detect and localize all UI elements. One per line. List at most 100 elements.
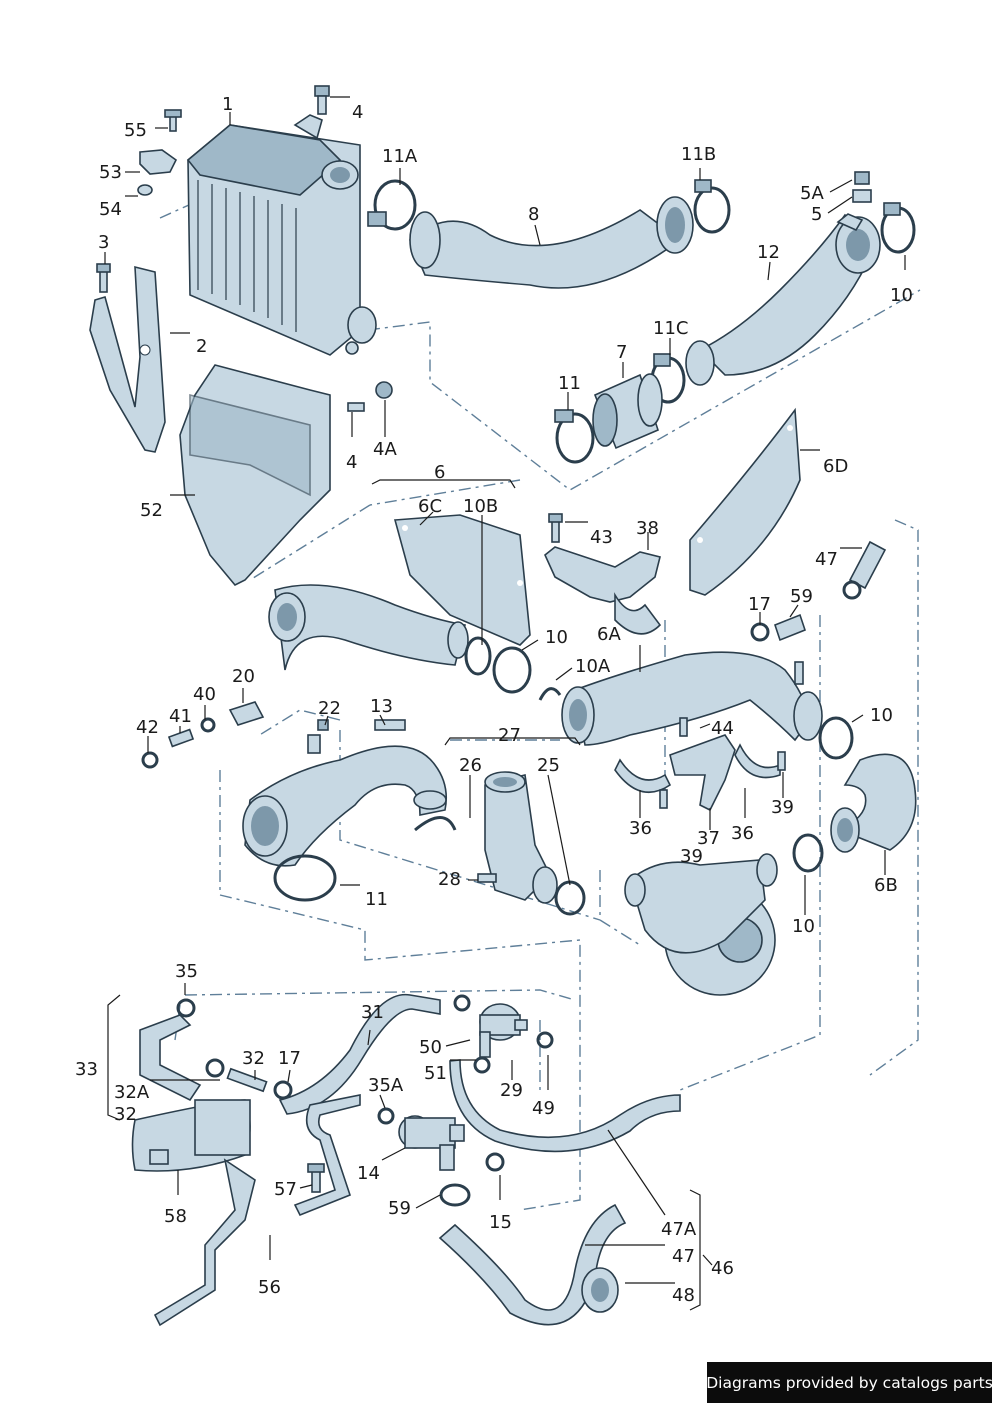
clamp-11-mid bbox=[554, 409, 595, 464]
label-46: 46 bbox=[711, 1258, 734, 1279]
label-11b: 11B bbox=[681, 144, 716, 165]
shield-6c bbox=[393, 514, 531, 646]
container-58 bbox=[131, 1099, 251, 1172]
nut-5a bbox=[852, 171, 872, 203]
label-59-lower: 59 bbox=[388, 1198, 411, 1219]
label-44: 44 bbox=[711, 718, 734, 739]
label-6c: 6C bbox=[418, 496, 442, 517]
label-2: 2 bbox=[196, 336, 207, 357]
air-guide-52 bbox=[179, 364, 393, 586]
valve-14 bbox=[398, 1115, 505, 1172]
label-20: 20 bbox=[232, 666, 255, 687]
elbow-27 bbox=[477, 771, 558, 904]
label-29: 29 bbox=[500, 1080, 523, 1101]
bracket-2 bbox=[89, 263, 166, 453]
clamp-11-low bbox=[273, 854, 337, 902]
label-1: 1 bbox=[222, 94, 233, 115]
label-55: 55 bbox=[124, 120, 147, 141]
pipe-8 bbox=[409, 196, 694, 289]
heat-shield-6d bbox=[689, 407, 801, 596]
label-36-right: 36 bbox=[731, 823, 754, 844]
label-26: 26 bbox=[459, 755, 482, 776]
hose-13 bbox=[242, 719, 448, 867]
clip-26 bbox=[414, 816, 457, 832]
label-50: 50 bbox=[419, 1037, 442, 1058]
label-10-top: 10 bbox=[890, 285, 913, 306]
label-47: 47 bbox=[815, 549, 838, 570]
label-8: 8 bbox=[528, 204, 539, 225]
pipe-12 bbox=[685, 213, 881, 386]
label-43: 43 bbox=[590, 527, 613, 548]
label-5: 5 bbox=[811, 204, 822, 225]
label-51: 51 bbox=[424, 1063, 447, 1084]
label-40: 40 bbox=[193, 684, 216, 705]
label-11-lower: 11 bbox=[365, 889, 388, 910]
label-10a: 10A bbox=[575, 656, 611, 677]
tube-47 bbox=[750, 540, 887, 642]
bracket-38 bbox=[544, 513, 662, 635]
label-53: 53 bbox=[99, 162, 122, 183]
label-6: 6 bbox=[434, 462, 445, 483]
label-39-bolt: 39 bbox=[771, 797, 794, 818]
label-3: 3 bbox=[98, 232, 109, 253]
pipe-6 bbox=[268, 584, 469, 671]
label-10-mid: 10 bbox=[545, 627, 568, 648]
ring-25 bbox=[554, 880, 586, 916]
label-10b: 10B bbox=[463, 496, 498, 517]
label-12: 12 bbox=[757, 242, 780, 263]
label-4a: 4A bbox=[373, 439, 397, 460]
label-47-lower: 47 bbox=[672, 1246, 695, 1267]
label-38: 38 bbox=[636, 518, 659, 539]
part-35a bbox=[377, 1107, 395, 1125]
label-10-right: 10 bbox=[870, 705, 893, 726]
bearing-48 bbox=[581, 1267, 619, 1313]
label-41: 41 bbox=[169, 706, 192, 727]
assembly-lines bbox=[159, 199, 921, 1211]
label-47a: 47A bbox=[661, 1219, 697, 1240]
label-58: 58 bbox=[164, 1206, 187, 1227]
sleeve-7 bbox=[592, 373, 663, 450]
label-6d: 6D bbox=[823, 456, 848, 477]
clamp-11a bbox=[367, 179, 417, 231]
pipe-6a bbox=[561, 651, 823, 746]
label-17-lower: 17 bbox=[278, 1048, 301, 1069]
clamp-10-mid bbox=[818, 716, 854, 760]
label-4-lower: 4 bbox=[346, 452, 357, 473]
bolt-4-top bbox=[314, 85, 330, 115]
label-42: 42 bbox=[136, 717, 159, 738]
label-59: 59 bbox=[790, 586, 813, 607]
valve-29 bbox=[479, 1003, 554, 1058]
label-25: 25 bbox=[537, 755, 560, 776]
clamp-10-top bbox=[880, 202, 916, 254]
hose-33 bbox=[139, 998, 225, 1102]
label-5a: 5A bbox=[800, 183, 824, 204]
label-37: 37 bbox=[697, 828, 720, 849]
label-36-left: 36 bbox=[629, 818, 652, 839]
pipe-6b bbox=[830, 753, 917, 853]
label-13: 13 bbox=[370, 696, 393, 717]
clamp-11b bbox=[693, 179, 731, 234]
label-4: 4 bbox=[352, 102, 363, 123]
part-32a bbox=[226, 1067, 293, 1100]
footer-credit: Diagrams provided by catalogs parts bbox=[706, 1362, 992, 1403]
label-14: 14 bbox=[357, 1163, 380, 1184]
label-48: 48 bbox=[672, 1285, 695, 1306]
label-32: 32 bbox=[242, 1048, 265, 1069]
label-39: 39 bbox=[680, 846, 703, 867]
turbocharger-39 bbox=[624, 853, 778, 996]
label-17: 17 bbox=[748, 594, 771, 615]
label-15: 15 bbox=[489, 1212, 512, 1233]
label-57: 57 bbox=[274, 1179, 297, 1200]
intercooler bbox=[186, 114, 377, 356]
brackets-36-37 bbox=[614, 717, 786, 812]
label-31: 31 bbox=[361, 1002, 384, 1023]
label-11a: 11A bbox=[382, 146, 418, 167]
label-52: 52 bbox=[140, 500, 163, 521]
callout-labels: 1 4 55 53 54 11A 8 11B 5A 5 3 2 12 10 11… bbox=[75, 94, 913, 1306]
label-6b: 6B bbox=[874, 875, 898, 896]
label-22: 22 bbox=[318, 698, 341, 719]
hose-49 bbox=[449, 1056, 681, 1153]
label-7: 7 bbox=[616, 342, 627, 363]
